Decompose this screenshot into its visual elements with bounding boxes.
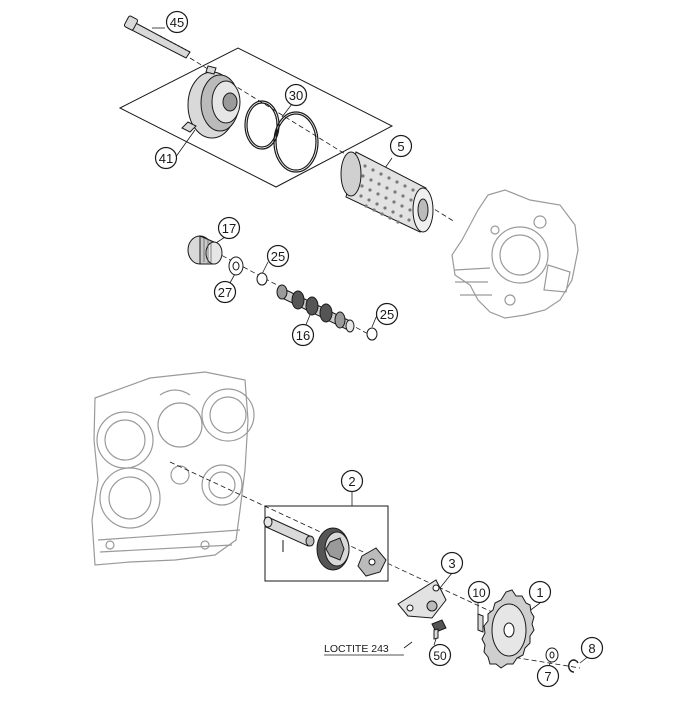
svg-text:41: 41 [159,151,173,166]
callout-10[interactable]: 10 [467,580,491,604]
callout-7[interactable]: 7 [536,664,560,688]
callout-8[interactable]: 8 [580,636,604,660]
svg-text:30: 30 [289,88,303,103]
callout-17[interactable]: 17 [217,216,241,240]
loctite-note: LOCTITE 243 [324,643,404,656]
callout-25-upper[interactable]: 25 [266,244,290,268]
assembly-centerlines [169,57,581,669]
washer-7[interactable] [545,647,559,663]
inner-rotor[interactable] [357,547,387,577]
svg-text:5: 5 [397,139,404,154]
svg-text:16: 16 [296,328,310,343]
screw-45[interactable] [123,15,191,59]
filter-cover-41[interactable] [181,65,241,139]
filter-cover-kit-frame [118,47,394,188]
svg-text:25: 25 [380,307,394,322]
pump-cover-3[interactable] [397,579,447,619]
circlip-8[interactable] [567,659,579,673]
relief-valve-piston-16[interactable] [276,284,355,333]
spring-washer-25-upper[interactable] [256,272,268,286]
plug-screw-17[interactable] [187,235,223,265]
pump-gear-1[interactable] [481,589,535,669]
callout-27[interactable]: 27 [213,280,237,304]
svg-text:50: 50 [433,649,447,663]
loctite-label: LOCTITE 243 [324,643,389,655]
o-rings-30[interactable] [244,100,319,173]
svg-text:7: 7 [544,669,551,684]
screw-50[interactable] [431,619,447,640]
callout-2[interactable]: 2 [340,469,364,493]
svg-text:2: 2 [348,474,355,489]
crankcase-outline-right [451,189,579,319]
spring-washer-25-lower[interactable] [366,327,378,341]
callout-50[interactable]: 50 [428,643,452,667]
svg-text:17: 17 [222,221,236,236]
callout-41[interactable]: 41 [154,146,178,170]
callout-16[interactable]: 16 [291,323,315,347]
crankcase-outline-left [91,371,255,566]
svg-text:45: 45 [170,15,184,30]
callout-30[interactable]: 30 [284,83,308,107]
pump-shaft[interactable] [263,516,315,552]
callout-45[interactable]: 45 [165,10,189,34]
pin-10[interactable] [477,613,484,633]
callout-25-lower[interactable]: 25 [375,302,399,326]
pump-rotor-housing[interactable] [316,527,350,571]
svg-text:1: 1 [536,585,543,600]
callout-3[interactable]: 3 [440,551,464,575]
svg-text:25: 25 [271,249,285,264]
callout-5[interactable]: 5 [389,134,413,158]
oil-pump-kit-frame [264,505,389,582]
oil-filter-5[interactable] [340,151,434,233]
filter-perforations [359,164,415,224]
callout-1[interactable]: 1 [528,580,552,604]
svg-text:3: 3 [448,556,455,571]
seal-ring-27[interactable] [228,256,244,276]
svg-text:27: 27 [218,285,232,300]
svg-text:10: 10 [472,586,486,600]
svg-text:8: 8 [588,641,595,656]
